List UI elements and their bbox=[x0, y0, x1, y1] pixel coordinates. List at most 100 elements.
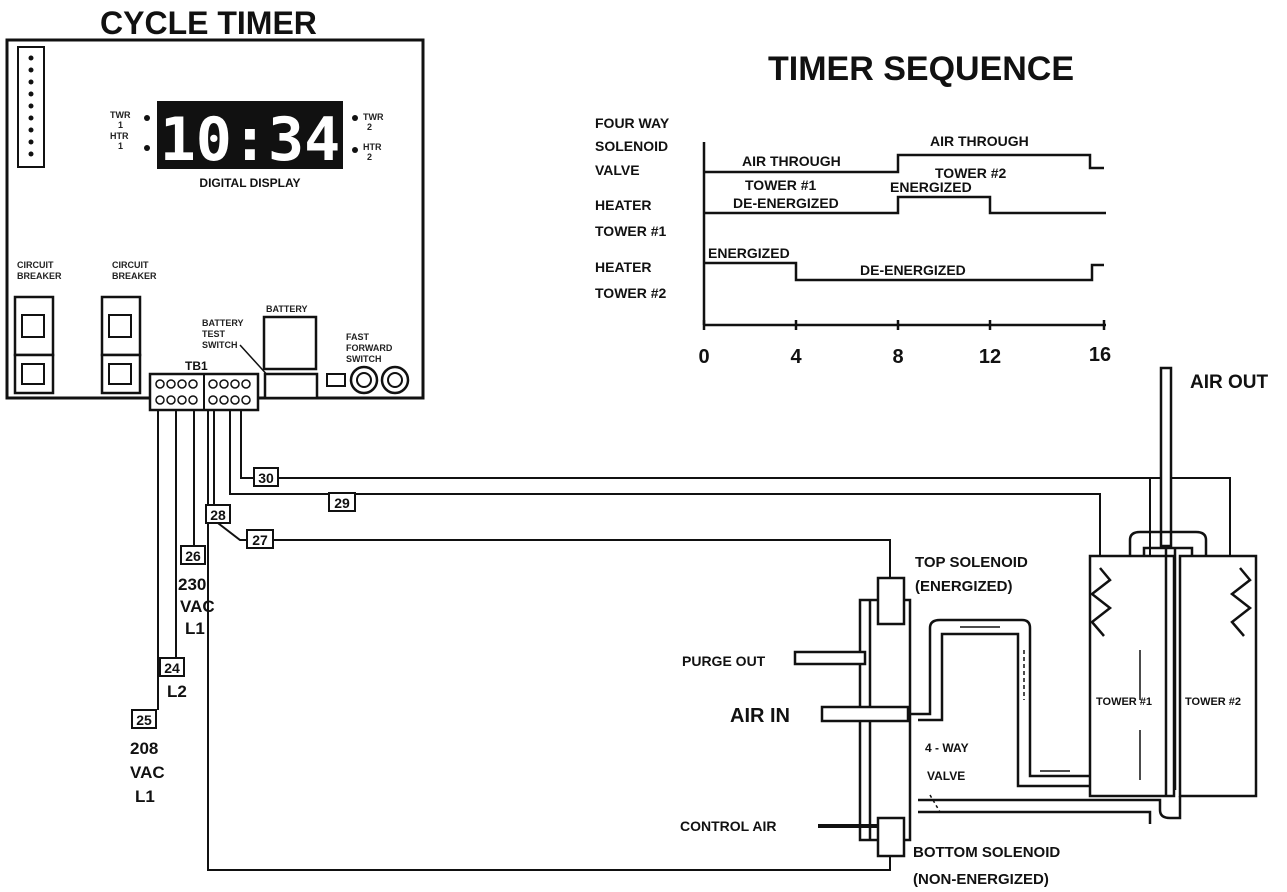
svg-text:12: 12 bbox=[979, 346, 1001, 368]
svg-text:0: 0 bbox=[698, 346, 709, 368]
svg-text:BREAKER: BREAKER bbox=[112, 271, 157, 281]
svg-text:L1: L1 bbox=[135, 787, 155, 806]
four-way-valve-trace bbox=[704, 153, 1104, 174]
svg-text:SWITCH: SWITCH bbox=[346, 354, 382, 364]
wire-tags: 30 29 28 27 26 24 25 bbox=[131, 467, 356, 729]
terminal-block-tb1 bbox=[148, 372, 260, 412]
cycle-timer-title: CYCLE TIMER bbox=[100, 5, 317, 41]
svg-text:L2: L2 bbox=[167, 682, 187, 701]
svg-text:24: 24 bbox=[164, 660, 180, 676]
svg-text:ENERGIZED: ENERGIZED bbox=[708, 245, 790, 261]
svg-text:BOTTOM SOLENOID: BOTTOM SOLENOID bbox=[913, 844, 1060, 861]
tower-2 bbox=[1178, 554, 1258, 798]
svg-text:TOWER #2: TOWER #2 bbox=[595, 285, 667, 301]
svg-text:4 - WAY: 4 - WAY bbox=[925, 741, 969, 755]
digital-display bbox=[157, 101, 343, 169]
tower-2-label: TOWER #2 bbox=[1185, 696, 1241, 708]
heater-tower1-trace bbox=[704, 195, 1106, 215]
bottom-solenoid bbox=[876, 816, 906, 858]
svg-text:FAST: FAST bbox=[346, 332, 370, 342]
svg-text:VALVE: VALVE bbox=[927, 769, 965, 783]
heater-coil-1 bbox=[1089, 567, 1113, 637]
svg-text:(ENERGIZED): (ENERGIZED) bbox=[915, 578, 1013, 595]
tower-1-label: TOWER #1 bbox=[1096, 696, 1152, 708]
svg-text:30: 30 bbox=[258, 470, 274, 486]
heater-tower2-trace bbox=[704, 261, 1104, 282]
svg-text:208: 208 bbox=[130, 739, 158, 758]
svg-text:FORWARD: FORWARD bbox=[346, 343, 393, 353]
svg-text:8: 8 bbox=[892, 346, 903, 368]
top-solenoid-label: TOP SOLENOID (ENERGIZED) bbox=[915, 554, 1028, 595]
battery-test-switch-label: BATTERY TEST SWITCH bbox=[202, 318, 271, 379]
tower-1 bbox=[1088, 554, 1176, 798]
svg-text:TOP SOLENOID: TOP SOLENOID bbox=[915, 554, 1028, 571]
svg-text:1: 1 bbox=[118, 120, 123, 130]
svg-text:CIRCUIT: CIRCUIT bbox=[17, 260, 54, 270]
fast-forward-label: FAST FORWARD SWITCH bbox=[346, 332, 393, 364]
svg-text:TOWER #2: TOWER #2 bbox=[935, 165, 1007, 181]
sequence-annotations: AIR THROUGH TOWER #1 AIR THROUGH TOWER #… bbox=[708, 133, 1029, 278]
svg-text:ENERGIZED: ENERGIZED bbox=[890, 179, 972, 195]
purge-out-label: PURGE OUT bbox=[682, 653, 766, 669]
svg-text:2: 2 bbox=[367, 122, 372, 132]
svg-text:FOUR WAY: FOUR WAY bbox=[595, 115, 670, 131]
air-in-pipe bbox=[820, 705, 910, 723]
twr1-htr1-label: TWR 1 HTR 1 bbox=[110, 110, 150, 151]
svg-text:TWR: TWR bbox=[110, 110, 131, 120]
svg-text:CIRCUIT: CIRCUIT bbox=[112, 260, 149, 270]
svg-text:VALVE: VALVE bbox=[595, 162, 640, 178]
twr2-htr2-label: TWR 2 HTR 2 bbox=[352, 112, 384, 162]
svg-text:DE-ENERGIZED: DE-ENERGIZED bbox=[860, 262, 966, 278]
svg-text:VAC: VAC bbox=[180, 597, 215, 616]
terminal-strip bbox=[17, 46, 45, 168]
air-out-label: AIR OUT bbox=[1190, 372, 1269, 393]
air-in-label: AIR IN bbox=[730, 705, 790, 727]
svg-text:BREAKER: BREAKER bbox=[17, 271, 62, 281]
control-air-label: CONTROL AIR bbox=[680, 818, 776, 834]
svg-text:1: 1 bbox=[118, 141, 123, 151]
svg-text:VAC: VAC bbox=[130, 763, 165, 782]
svg-text:29: 29 bbox=[334, 495, 350, 511]
fast-forward-switch[interactable] bbox=[326, 365, 410, 395]
svg-text:SOLENOID: SOLENOID bbox=[595, 138, 668, 154]
svg-text:4: 4 bbox=[790, 346, 802, 368]
svg-text:2: 2 bbox=[367, 152, 372, 162]
svg-text:HEATER: HEATER bbox=[595, 259, 652, 275]
svg-text:L1: L1 bbox=[185, 619, 205, 638]
svg-text:27: 27 bbox=[252, 532, 268, 548]
svg-text:16: 16 bbox=[1089, 344, 1111, 366]
svg-text:HEATER: HEATER bbox=[595, 197, 652, 213]
sequence-waveforms bbox=[702, 142, 1106, 330]
battery-test-switch[interactable] bbox=[263, 372, 319, 400]
battery-label: BATTERY bbox=[266, 304, 308, 314]
svg-text:AIR THROUGH: AIR THROUGH bbox=[930, 133, 1029, 149]
svg-text:230: 230 bbox=[178, 575, 206, 594]
timer-sequence-title: TIMER SEQUENCE bbox=[768, 50, 1074, 88]
svg-text:HTR: HTR bbox=[363, 142, 382, 152]
svg-text:SWITCH: SWITCH bbox=[202, 340, 238, 350]
battery bbox=[262, 315, 318, 371]
tb1-label: TB1 bbox=[185, 359, 208, 373]
svg-text:26: 26 bbox=[185, 548, 201, 564]
svg-text:(NON-ENERGIZED): (NON-ENERGIZED) bbox=[913, 871, 1049, 888]
flow-arrows bbox=[929, 626, 1141, 813]
purge-out-pipe bbox=[793, 650, 867, 666]
wiring bbox=[157, 410, 1231, 871]
four-way-valve-label: 4 - WAY VALVE bbox=[925, 741, 969, 783]
heater-coil-2 bbox=[1229, 567, 1253, 637]
svg-text:TWR: TWR bbox=[363, 112, 384, 122]
svg-text:TEST: TEST bbox=[202, 329, 226, 339]
svg-text:DE-ENERGIZED: DE-ENERGIZED bbox=[733, 195, 839, 211]
time-axis-ticks: 0 4 8 12 16 bbox=[698, 344, 1111, 368]
supply-voltage-labels: 230 VAC L1 L2 208 VAC L1 bbox=[130, 575, 215, 806]
top-solenoid bbox=[876, 576, 906, 626]
circuit-breaker-1: CIRCUIT BREAKER bbox=[13, 260, 62, 395]
dryer-assembly bbox=[793, 366, 1258, 858]
bottom-solenoid-label: BOTTOM SOLENOID (NON-ENERGIZED) bbox=[913, 844, 1060, 888]
svg-text:28: 28 bbox=[210, 507, 226, 523]
svg-text:HTR: HTR bbox=[110, 131, 129, 141]
digital-display-label: DIGITAL DISPLAY bbox=[199, 176, 300, 190]
svg-text:BATTERY: BATTERY bbox=[202, 318, 244, 328]
display-time: 10:34 bbox=[160, 105, 341, 175]
